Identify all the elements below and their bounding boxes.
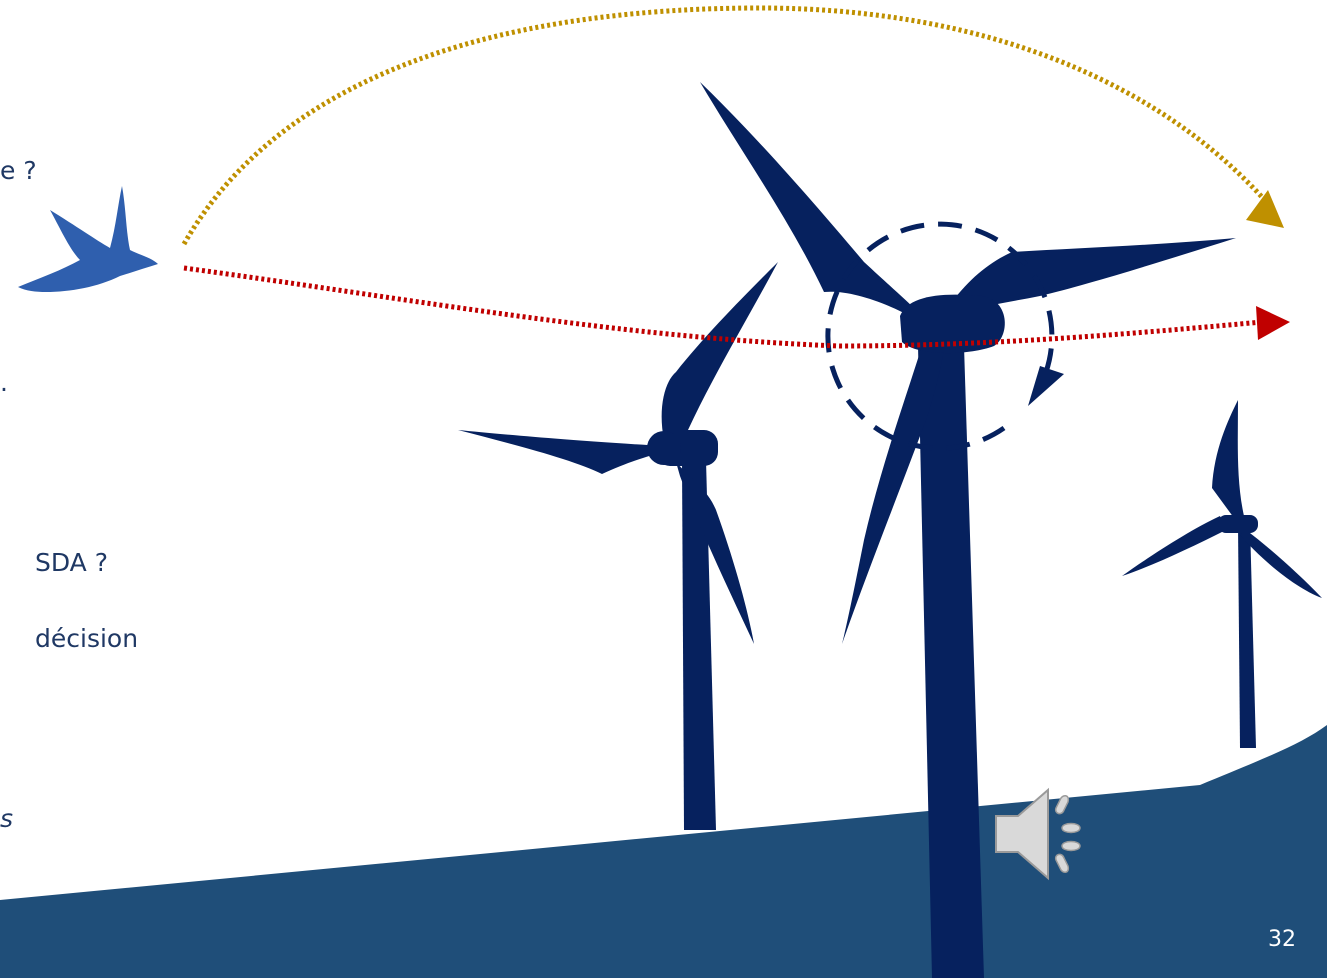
rotation-arrow-icon bbox=[1028, 366, 1064, 406]
rotation-dashed-circle bbox=[825, 221, 1055, 451]
slide-text-fragment: SDA ? bbox=[35, 548, 108, 577]
page-number: 32 bbox=[1268, 927, 1296, 952]
turbine-large bbox=[700, 82, 1236, 978]
straight-arrowhead bbox=[1256, 306, 1290, 340]
slide-text-fragment: e ? bbox=[0, 156, 37, 185]
turbine-medium bbox=[458, 262, 778, 830]
arc-flight-path bbox=[181, 5, 1272, 246]
ground-shape bbox=[0, 725, 1327, 978]
straight-flight-path bbox=[183, 265, 1263, 349]
arc-arrowhead bbox=[1246, 190, 1284, 228]
slide-text-fragment: décision bbox=[35, 624, 139, 653]
bird-icon bbox=[18, 186, 158, 292]
slide-text-fragment: s bbox=[0, 804, 14, 833]
speaker-icon[interactable] bbox=[990, 786, 1090, 882]
slide-text-fragment: . bbox=[0, 368, 8, 397]
turbine-small bbox=[1122, 400, 1322, 748]
